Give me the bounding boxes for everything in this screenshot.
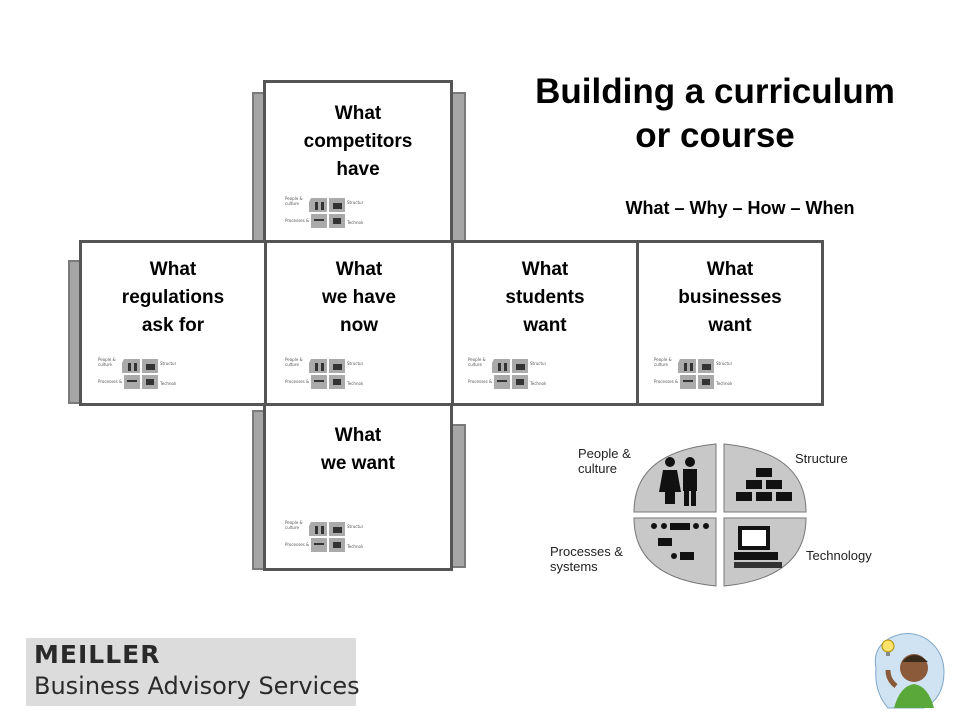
page-title: Building a curriculum or course	[535, 72, 895, 155]
svg-text:Processes &: Processes &	[285, 542, 309, 547]
svg-text:Structure: Structure	[160, 361, 176, 366]
face-students-label: What students want	[505, 259, 585, 336]
svg-text:Technology: Technology	[529, 381, 546, 386]
company-logo: MEILLER Business Advisory Services	[26, 638, 360, 706]
face-left-label: What regulations ask for	[121, 259, 225, 336]
svg-text:People &: People &	[285, 196, 303, 201]
svg-text:culture: culture	[285, 362, 300, 367]
svg-text:Processes &: Processes &	[285, 218, 309, 223]
face-bottom	[263, 403, 453, 571]
svg-text:culture: culture	[285, 201, 300, 206]
svg-text:Processes &: Processes &	[285, 379, 309, 384]
face-top	[263, 80, 453, 243]
idea-person-icon	[874, 633, 945, 709]
svg-text:culture: culture	[468, 362, 483, 367]
svg-text:Technology: Technology	[715, 381, 732, 386]
svg-text:Structure: Structure	[347, 361, 363, 366]
svg-text:Structure: Structure	[347, 524, 363, 529]
processes-quadrant	[633, 517, 717, 587]
svg-text:Structure: Structure	[716, 361, 732, 366]
structure-quadrant	[723, 443, 807, 513]
face-center-label: What we have now	[322, 259, 396, 336]
face-students	[451, 240, 639, 406]
svg-text:Processes &: Processes &	[98, 379, 122, 384]
svg-text:culture: culture	[98, 362, 113, 367]
svg-text:culture: culture	[654, 362, 669, 367]
face-businesses	[636, 240, 824, 406]
svg-text:People &: People &	[285, 357, 303, 362]
svg-text:Technology: Technology	[346, 544, 363, 549]
svg-text:Technology: Technology	[346, 220, 363, 225]
svg-text:Structure: Structure	[530, 361, 546, 366]
svg-text:Processes &: Processes &	[654, 379, 678, 384]
face-center	[264, 240, 454, 406]
processes-systems-label: Processes & systems	[550, 544, 623, 574]
svg-text:culture: culture	[285, 525, 300, 530]
brand-name: MEILLER	[34, 640, 161, 669]
people-icon	[659, 457, 697, 506]
svg-text:Technology: Technology	[159, 381, 176, 386]
svg-text:Processes &: Processes &	[468, 379, 492, 384]
face-top-label: What competitors have	[303, 103, 413, 180]
svg-text:Structure: Structure	[347, 200, 363, 205]
structure-label: Structure	[795, 451, 848, 466]
svg-text:People &: People &	[285, 520, 303, 525]
face-businesses-label: What businesses want	[678, 259, 782, 336]
svg-text:People &: People &	[654, 357, 672, 362]
people-culture-label: People & culture	[578, 446, 631, 476]
brand-tagline: Business Advisory Services	[34, 672, 360, 700]
face-bottom-label: What we want	[321, 425, 395, 474]
page-subtitle: What – Why – How – When	[625, 198, 855, 218]
svg-text:People &: People &	[468, 357, 486, 362]
organization-model-diagram	[633, 443, 807, 587]
svg-text:People &: People &	[98, 357, 116, 362]
hierarchy-icon	[736, 468, 792, 501]
technology-label: Technology	[806, 548, 872, 563]
svg-text:Technology: Technology	[346, 381, 363, 386]
computer-icon	[734, 526, 782, 568]
flowchart-icon	[651, 523, 709, 560]
